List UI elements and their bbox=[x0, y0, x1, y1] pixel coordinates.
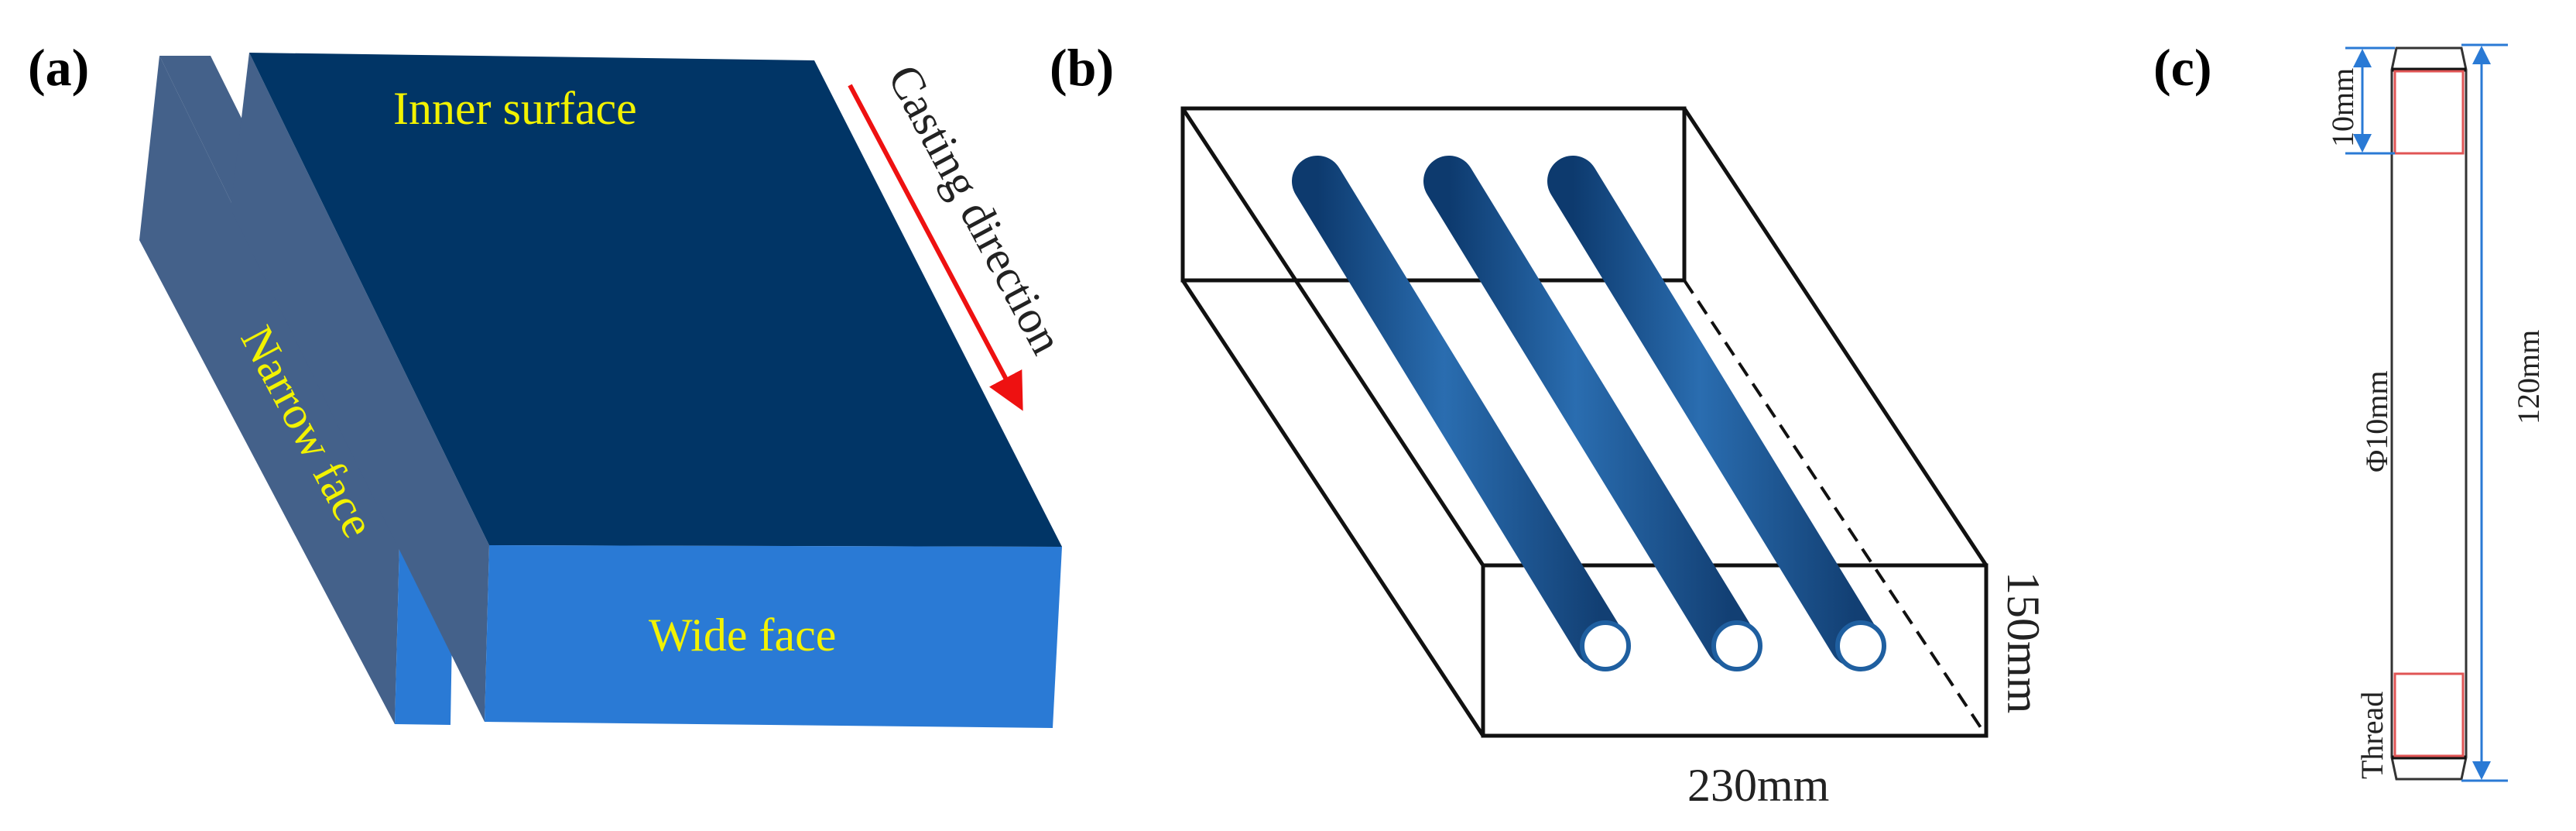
rod-2-end bbox=[1711, 620, 1762, 671]
bottom-thread-zone bbox=[2393, 672, 2465, 757]
width-label: 230mm bbox=[1687, 760, 1829, 811]
panel-b: (b) 230mm 150mm bbox=[1050, 38, 2049, 811]
top-dim-label: 10mm bbox=[2325, 68, 2360, 147]
wide-plate bbox=[231, 53, 1062, 728]
box-edge-tl bbox=[1180, 107, 1485, 567]
panel-a-label: (a) bbox=[28, 38, 89, 97]
inner-surface-label: Inner surface bbox=[393, 83, 637, 134]
panel-c-label: (c) bbox=[2153, 38, 2211, 97]
box-edge-tr bbox=[1682, 107, 1989, 567]
specimen-outline bbox=[2390, 46, 2468, 781]
wide-face-label: Wide face bbox=[649, 610, 836, 661]
panel-a: (a) Inner surface Wide face Narrow face … bbox=[28, 38, 1073, 728]
rod-3 bbox=[1547, 156, 1886, 671]
wide-plate-front bbox=[485, 545, 1062, 728]
specimen bbox=[2390, 46, 2468, 781]
box-edge-bl bbox=[1180, 279, 1485, 737]
rod-1 bbox=[1292, 156, 1631, 671]
diameter-label: Φ10mm bbox=[2359, 371, 2394, 472]
casting-direction-arrow bbox=[848, 84, 1023, 411]
wide-plate-top bbox=[249, 53, 1062, 547]
box-hidden-edge bbox=[1683, 279, 1988, 737]
narrow-plate-side bbox=[139, 56, 399, 724]
length-dim-label: 120mm bbox=[2511, 330, 2546, 424]
top-thread-zone bbox=[2393, 70, 2465, 155]
rods bbox=[1292, 156, 1886, 671]
rod-1-end bbox=[1580, 620, 1631, 671]
panel-b-label: (b) bbox=[1050, 38, 1114, 97]
wide-plate-left-side bbox=[231, 53, 489, 722]
panel-c: (c) 10mm 120mm Φ10mm Thread bbox=[2153, 38, 2546, 782]
rod-3-end bbox=[1835, 620, 1886, 671]
thread-label: Thread bbox=[2355, 692, 2389, 779]
height-label: 150mm bbox=[1998, 572, 2049, 713]
rod-2 bbox=[1423, 156, 1762, 671]
